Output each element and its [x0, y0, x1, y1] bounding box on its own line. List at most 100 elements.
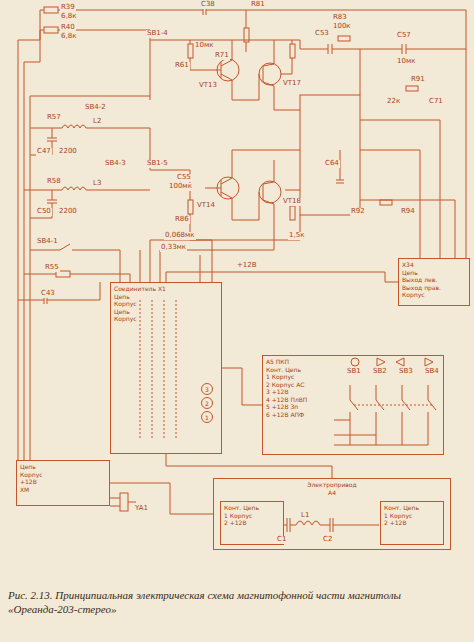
table-cell: Корпус: [19, 471, 44, 479]
part-label: VT18: [282, 198, 302, 206]
callout-number: 2: [204, 400, 210, 408]
figure-caption: Рис. 2.13. Принципиальная электрическая …: [8, 588, 464, 617]
part-label: C57: [396, 32, 412, 40]
connector-table: X34ЦепьВыход лев.Выход прав.Корпус: [398, 258, 470, 306]
part-label: SB1-4: [146, 30, 169, 38]
part-label: C64: [324, 160, 340, 168]
part-label: R57: [46, 114, 62, 122]
part-label: SB4-2: [84, 104, 107, 112]
wire-connector: [166, 454, 332, 478]
table-cell: A5 ПКП: [265, 358, 290, 366]
table-cell: Конт. Цепь: [223, 504, 260, 512]
table-cell: X34: [401, 261, 415, 269]
part-label: R40: [60, 24, 76, 32]
table-cell: 1 Корпус: [265, 373, 295, 381]
part-label: R55: [44, 264, 60, 272]
part-label: 22к: [386, 98, 401, 106]
callout-circle: 3: [201, 383, 213, 396]
part-label: SB4-3: [104, 160, 127, 168]
part-label: 100мк: [168, 183, 193, 191]
part-label: R39: [60, 4, 76, 12]
part-label: VT13: [198, 82, 218, 90]
part-label: R94: [400, 208, 416, 216]
part-label: C53: [314, 30, 330, 38]
part-label: C47: [36, 148, 52, 156]
table-cell: A4: [327, 489, 337, 497]
connector-table: ЦепьКорпус+12ВХМ: [16, 460, 110, 506]
table-cell: Конт. Цепь: [383, 504, 420, 512]
callout-circle: 2: [201, 397, 213, 410]
part-label: SB4: [424, 368, 440, 376]
table-cell: Корпус: [113, 300, 138, 308]
part-label: 2200: [58, 208, 78, 216]
part-label: R92: [350, 208, 366, 216]
part-label: 1,5к: [288, 232, 305, 240]
part-label: VT14: [196, 202, 216, 210]
table-cell: Цепь: [113, 293, 131, 301]
part-label: L1: [300, 512, 310, 520]
table-cell: Выход прав.: [401, 284, 442, 292]
table-cell: 2 +12В: [383, 519, 408, 527]
part-label: R86: [174, 216, 190, 224]
part-label: R91: [410, 76, 426, 84]
circle-outline: [202, 398, 213, 409]
part-label: 0,33мк: [160, 244, 187, 252]
part-label: 2200: [58, 148, 78, 156]
part-label: R58: [46, 178, 62, 186]
part-label: 0,068мк: [164, 232, 196, 240]
pin-table: Конт. Цепь1 Корпус2 +12В: [220, 501, 284, 545]
callout-number: 1: [204, 414, 210, 422]
table-cell: Корпус: [401, 291, 426, 299]
part-label: C2: [322, 536, 333, 544]
table-cell: 6 +12В АПФ: [265, 411, 305, 419]
wire-connector: [222, 368, 262, 405]
part-label: L3: [92, 180, 102, 188]
table-cell: 2 Корпус АС: [265, 381, 305, 389]
part-label: R61: [174, 62, 190, 70]
table-cell: Электропривод: [306, 481, 357, 489]
table-cell: 4 +12В ПлВП: [265, 396, 308, 404]
table-cell: Выход лев.: [401, 276, 438, 284]
part-label: 10мк: [194, 42, 214, 50]
part-label: SB4-1: [36, 238, 59, 246]
part-label: C71: [428, 98, 444, 106]
pin-table: Конт. Цепь1 Корпус2 +12В: [380, 501, 444, 545]
table-cell: +12В: [19, 478, 38, 486]
part-label: C1: [276, 536, 287, 544]
part-label: VT17: [282, 80, 302, 88]
circle-outline: [202, 384, 213, 395]
table-cell: 3 +12В: [265, 388, 290, 396]
part-label: C55: [176, 174, 192, 182]
part-label: SB1-5: [146, 160, 169, 168]
connector-block: Соединитель X1ЦепьКорпусЦепьКорпус321: [110, 282, 222, 454]
part-label: 6,8к: [60, 13, 77, 21]
part-label: SB1: [346, 368, 362, 376]
wire-connector: [110, 483, 213, 514]
table-cell: Конт. Цепь: [265, 366, 302, 374]
part-label: 100к: [332, 23, 352, 31]
table-cell: 1 Корпус: [223, 512, 253, 520]
table-cell: 5 +12В Зп: [265, 403, 299, 411]
part-label: 10мк: [396, 58, 416, 66]
part-label: R83: [332, 14, 348, 22]
part-label: L2: [92, 118, 102, 126]
part-label: C50: [36, 208, 52, 216]
part-label: YA1: [134, 505, 149, 513]
callout-circle: 1: [201, 411, 213, 424]
callout-number: 3: [204, 386, 210, 394]
circle-outline: [202, 412, 213, 423]
part-label: SB3: [398, 368, 414, 376]
table-cell: ХМ: [19, 486, 30, 494]
table-cell: Цепь: [113, 308, 131, 316]
part-label: +12В: [236, 262, 258, 270]
table-cell: 1 Корпус: [383, 512, 413, 520]
table-cell: Соединитель X1: [113, 285, 167, 293]
part-label: 6,8к: [60, 33, 77, 41]
part-label: R81: [250, 1, 266, 9]
wire-connector: [166, 272, 398, 282]
part-label: C43: [40, 290, 56, 298]
